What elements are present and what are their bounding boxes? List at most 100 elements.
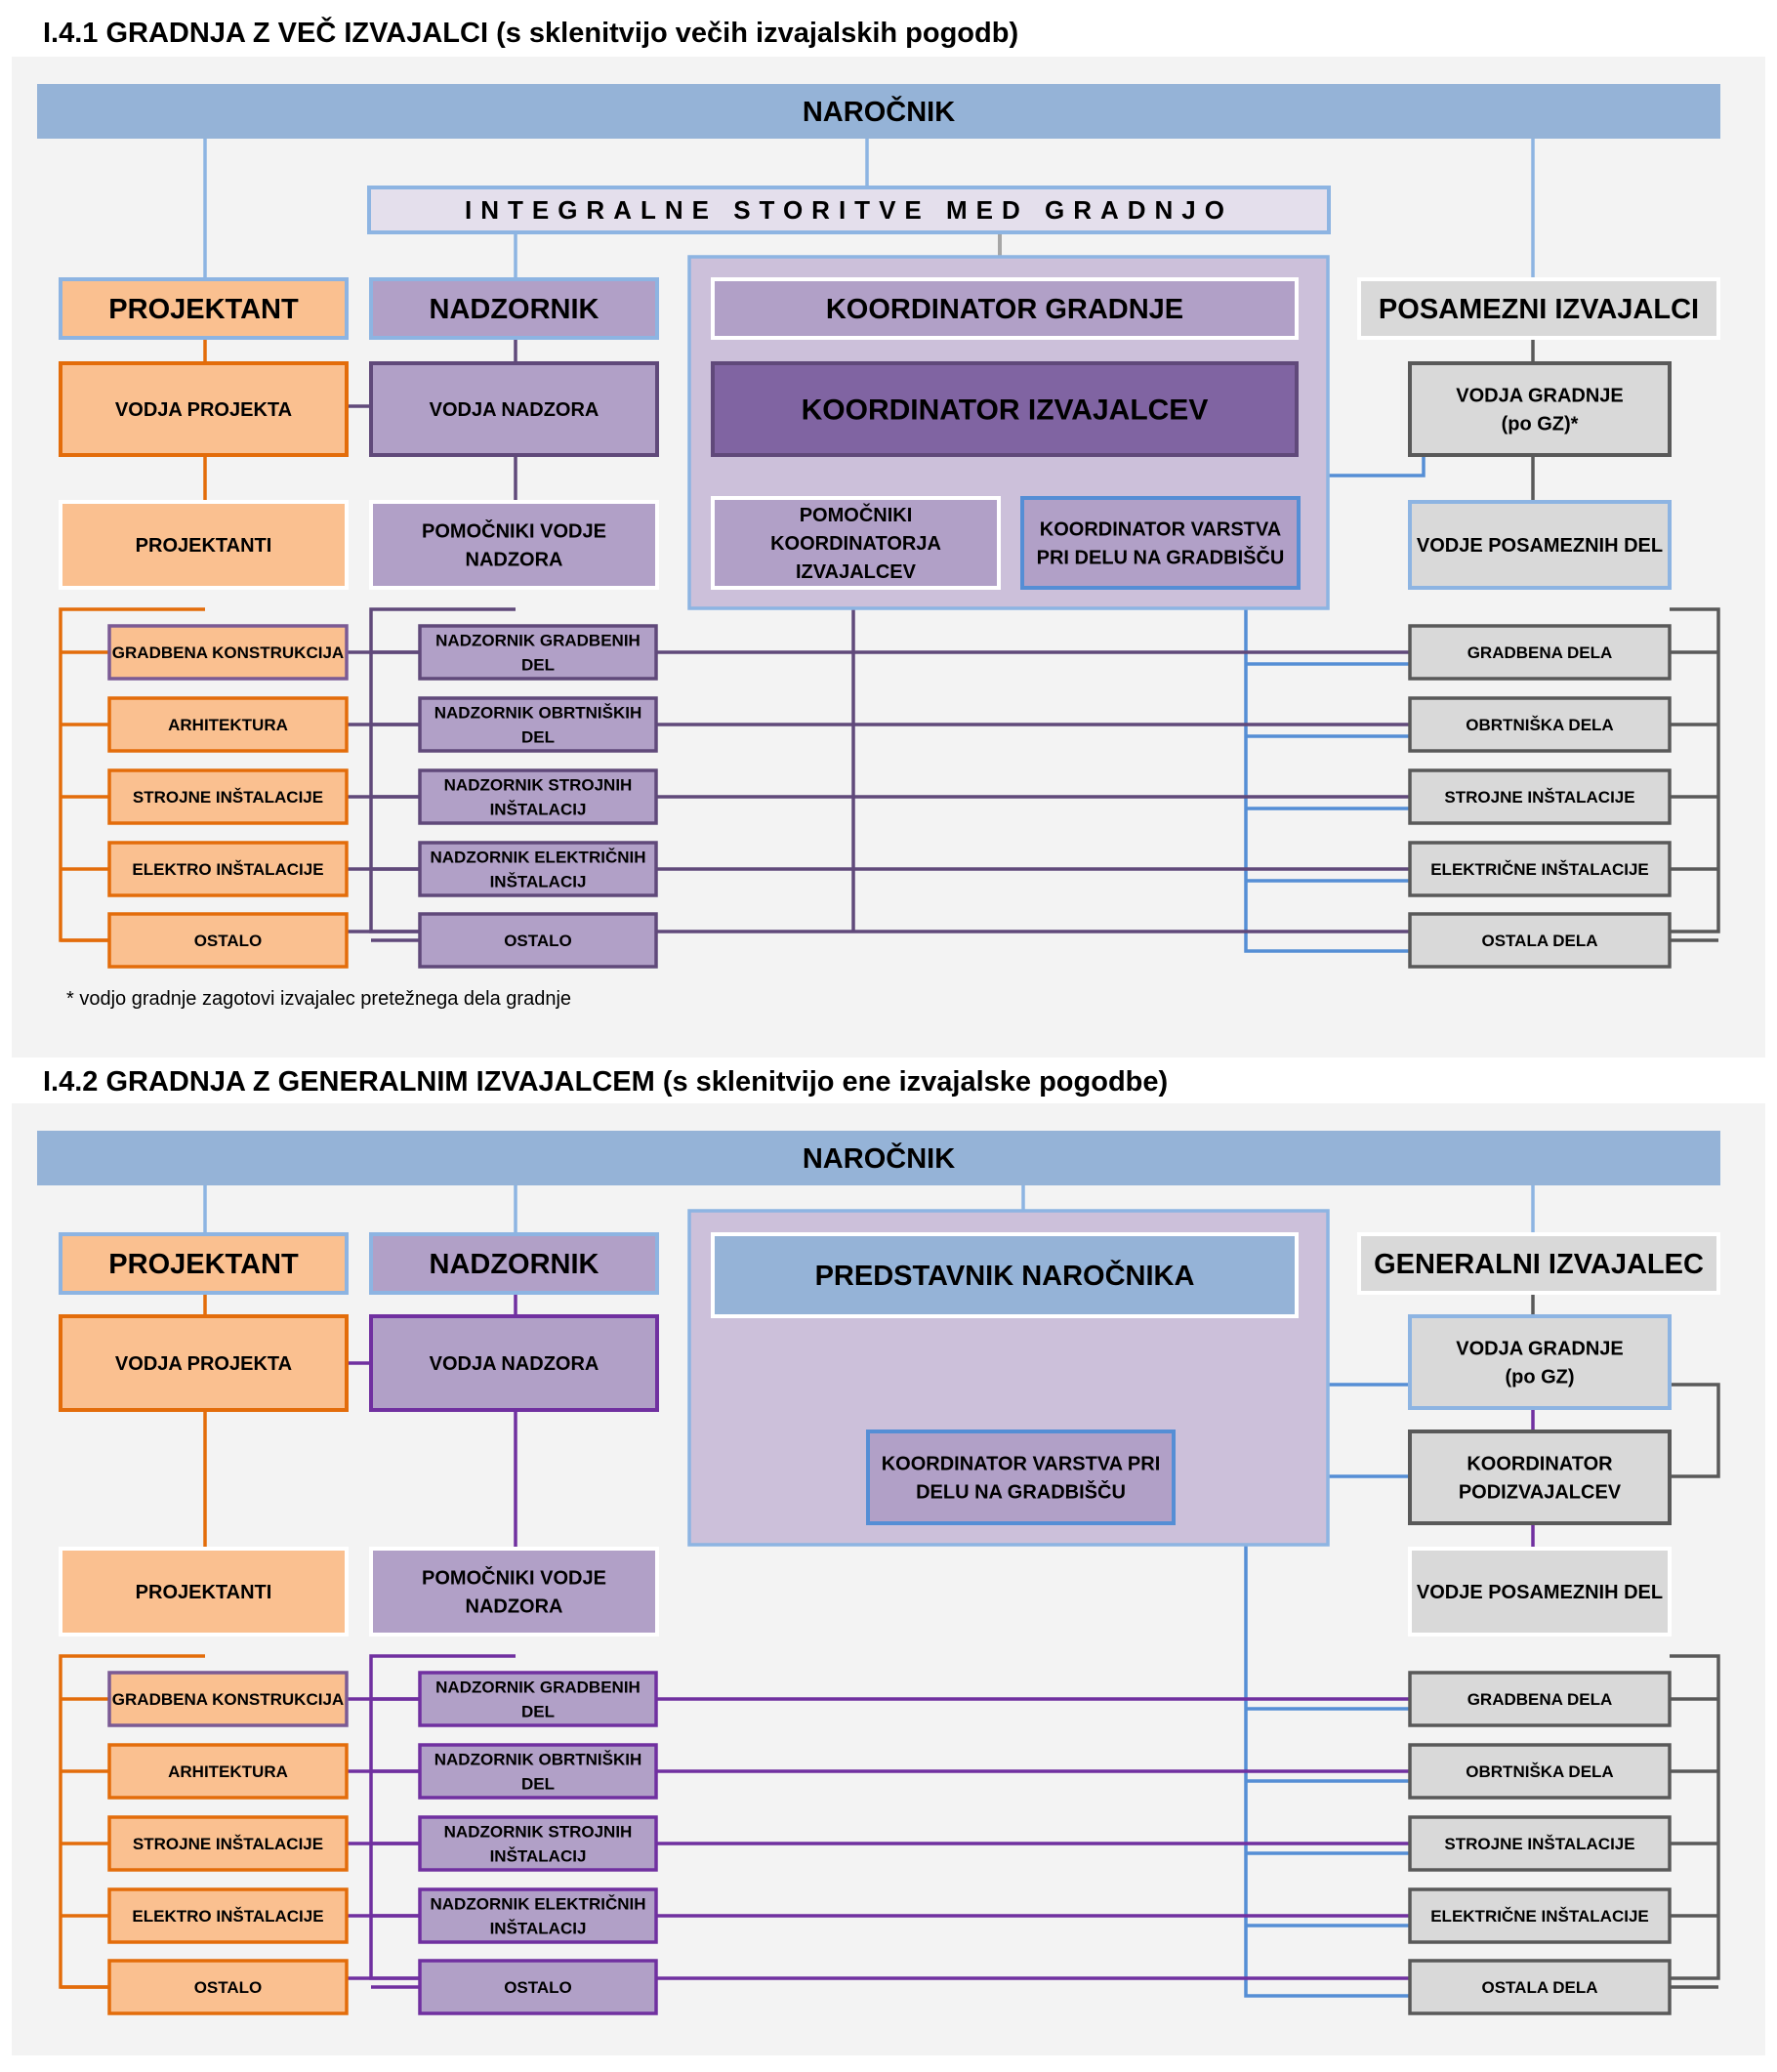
vodja-projekta-box-2-label: VODJA PROJEKTA — [115, 1353, 292, 1375]
koordinator-gradnje-box — [711, 277, 1299, 340]
design-row-4 — [107, 1887, 349, 1944]
supervision-row-2 — [418, 696, 658, 753]
vodja-nadzora-box — [369, 361, 659, 457]
design-row-3 — [107, 1815, 349, 1872]
design-row-4 — [107, 841, 349, 897]
works-row-3 — [1408, 768, 1672, 825]
vodja-gradnje-box-2 — [1408, 1314, 1672, 1410]
design-row-1 — [107, 1671, 349, 1727]
client-box-label: NAROČNIK — [803, 95, 955, 128]
supervision-row-2 — [418, 1743, 658, 1800]
projektanti-box-2-label: PROJEKTANTI — [136, 1582, 272, 1603]
koordinator-izvajalcev-box — [711, 361, 1299, 457]
works-row-4 — [1408, 841, 1672, 897]
section2-title: I.4.2 GRADNJA Z GENERALNIM IZVAJALCEM (s… — [43, 1066, 1169, 1098]
design-row-3-label: STROJNE INŠTALACIJE — [133, 788, 323, 807]
supervision-row-5-label: OSTALO — [504, 1978, 572, 1997]
supervision-row-4 — [418, 1887, 658, 1944]
gz-coordinator-bracket — [1670, 1383, 1720, 1478]
projektant-box-label: PROJEKTANT — [108, 294, 299, 325]
koordinator-varstva-box-2 — [866, 1430, 1176, 1525]
projektant-box-2-label: PROJEKTANT — [108, 1249, 299, 1280]
supervision-row-5 — [418, 1959, 658, 2015]
contractor-tree-line — [1670, 607, 1720, 933]
vodje-del-box — [1408, 500, 1672, 590]
works-row-5 — [1408, 912, 1672, 969]
footnote: * vodjo gradnje zagotovi izvajalec prete… — [66, 988, 572, 1010]
nadzornik-box-label: NADZORNIK — [430, 294, 599, 325]
generalni-izvajalec-box — [1357, 1232, 1720, 1295]
vodja-nadzora-box-2-label: VODJA NADZORA — [430, 1353, 599, 1375]
vodje-del-box-label: VODJE POSAMEZNIH DEL — [1417, 535, 1663, 557]
works-row-2-label: OBRTNIŠKA DELA — [1466, 716, 1613, 734]
works-row-3 — [1408, 1815, 1672, 1872]
nadzornik-box-2-label: NADZORNIK — [430, 1249, 599, 1280]
client-box — [37, 84, 1720, 139]
works-row-2-label: OBRTNIŠKA DELA — [1466, 1762, 1613, 1781]
design-row-3 — [107, 768, 349, 825]
posamezni-izvajalci-box-label: POSAMEZNI IZVAJALCI — [1379, 294, 1699, 325]
design-row-2 — [107, 696, 349, 753]
koordinator-varstva-box — [1020, 496, 1301, 590]
works-row-1 — [1408, 1671, 1672, 1727]
koordinator-izvajalcev-box-label: KOORDINATOR IZVAJALCEV — [802, 394, 1209, 427]
posamezni-izvajalci-box — [1357, 277, 1720, 340]
design-row-4-label: ELEKTRO INŠTALACIJE — [132, 1907, 323, 1926]
client-box-2 — [37, 1131, 1720, 1185]
works-row-4-label: ELEKTRIČNE INŠTALACIJE — [1430, 1907, 1649, 1926]
design-row-3-label: STROJNE INŠTALACIJE — [133, 1835, 323, 1853]
supervision-row-1 — [418, 1671, 658, 1727]
design-row-2-label: ARHITEKTURA — [168, 716, 288, 734]
vodja-nadzora-box-2 — [369, 1314, 659, 1412]
vodje-del-box-2-label: VODJE POSAMEZNIH DEL — [1417, 1582, 1663, 1603]
projektant-box-2 — [59, 1232, 349, 1295]
design-row-5-label: OSTALO — [194, 1978, 263, 1997]
integral-services-box — [367, 186, 1331, 234]
design-row-2 — [107, 1743, 349, 1800]
generalni-izvajalec-box-label: GENERALNI IZVAJALEC — [1374, 1249, 1704, 1280]
contractor-tree-line — [1670, 1654, 1720, 1980]
supervision-row-5 — [418, 912, 658, 969]
works-row-3-label: STROJNE INŠTALACIJE — [1444, 1835, 1634, 1853]
koordinator-gradnje-box-label: KOORDINATOR GRADNJE — [826, 294, 1183, 325]
section1-title: I.4.1 GRADNJA Z VEČ IZVAJALCI (s sklenit… — [43, 18, 1019, 49]
works-row-5-label: OSTALA DELA — [1482, 932, 1598, 950]
nadzornik-box — [369, 277, 659, 340]
koordinator-podizvajalcev-box — [1408, 1430, 1672, 1525]
works-row-2 — [1408, 1743, 1672, 1800]
supervision-row-3 — [418, 1815, 658, 1872]
projektanti-box-label: PROJEKTANTI — [136, 535, 272, 557]
supervision-row-5-label: OSTALO — [504, 932, 572, 950]
works-row-1-label: GRADBENA DELA — [1467, 643, 1613, 662]
pomocniki-nadzora-box-2 — [369, 1547, 659, 1637]
works-row-4-label: ELEKTRIČNE INŠTALACIJE — [1430, 860, 1649, 879]
supervision-row-3 — [418, 768, 658, 825]
pomocniki-koordinatorja-box — [711, 496, 1001, 590]
vodja-projekta-box — [59, 361, 349, 457]
design-row-1-label: GRADBENA KONSTRUKCIJA — [112, 643, 344, 662]
vodje-del-box-2 — [1408, 1547, 1672, 1637]
vodja-gradnje-box-label: VODJA GRADNJE(po GZ)* — [1456, 386, 1624, 435]
works-row-4 — [1408, 1887, 1672, 1944]
safety-tree-line — [1244, 588, 1410, 953]
projektanti-box — [59, 500, 349, 590]
design-row-1-label: GRADBENA KONSTRUKCIJA — [112, 1690, 344, 1709]
design-row-2-label: ARHITEKTURA — [168, 1762, 288, 1781]
projektanti-box-2 — [59, 1547, 349, 1637]
vodja-gradnje-box-2-label: VODJA GRADNJE(po GZ) — [1456, 1339, 1624, 1388]
works-row-1 — [1408, 624, 1672, 681]
predstavnik-box — [711, 1232, 1299, 1318]
vodja-projekta-box-label: VODJA PROJEKTA — [115, 399, 292, 421]
vodja-nadzora-box-label: VODJA NADZORA — [430, 399, 599, 421]
design-row-4-label: ELEKTRO INŠTALACIJE — [132, 860, 323, 879]
projektant-box — [59, 277, 349, 340]
